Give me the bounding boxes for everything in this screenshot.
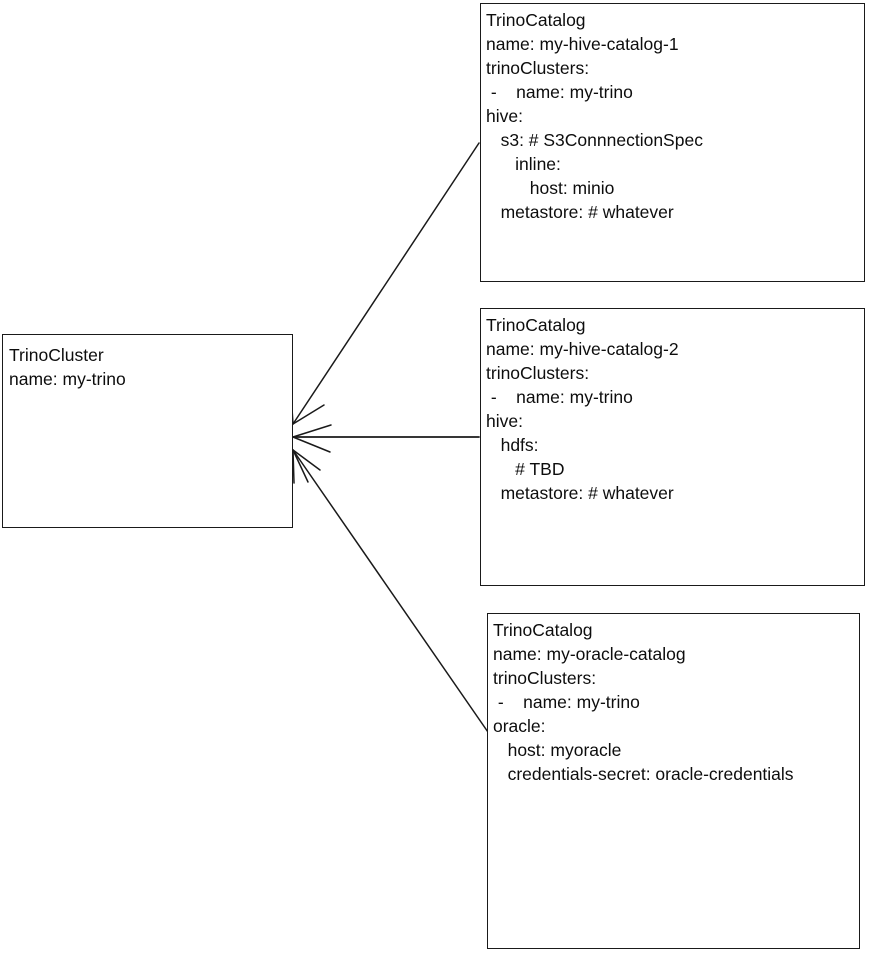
trino-catalog-spec-text: TrinoCatalog name: my-oracle-catalog tri… <box>493 620 794 784</box>
trino-cluster-node[interactable]: TrinoCluster name: my-trino <box>2 334 293 528</box>
trino-cluster-spec-text: TrinoCluster name: my-trino <box>9 345 126 389</box>
trino-catalog-spec-text: TrinoCatalog name: my-hive-catalog-1 tri… <box>486 10 703 222</box>
edge-catalog2-arrowhead-b <box>292 436 331 453</box>
edge-catalog3-arrowhead-a <box>292 449 321 471</box>
edge-catalog2-arrowhead-a <box>292 424 332 438</box>
trino-catalog-node-my-hive-catalog-2[interactable]: TrinoCatalog name: my-hive-catalog-2 tri… <box>480 308 865 586</box>
edge-catalog1-arrowhead-b <box>292 404 325 425</box>
trino-catalog-node-my-hive-catalog-1[interactable]: TrinoCatalog name: my-hive-catalog-1 tri… <box>480 3 865 282</box>
edge-catalog3-arrowhead-c <box>292 449 309 483</box>
edge-catalog1-to-cluster <box>292 142 480 425</box>
trino-catalog-node-my-oracle-catalog[interactable]: TrinoCatalog name: my-oracle-catalog tri… <box>487 613 860 949</box>
edge-catalog3-arrowhead-b <box>292 449 295 484</box>
edge-catalog3-to-cluster <box>292 449 491 736</box>
trino-catalog-spec-text: TrinoCatalog name: my-hive-catalog-2 tri… <box>486 315 679 503</box>
